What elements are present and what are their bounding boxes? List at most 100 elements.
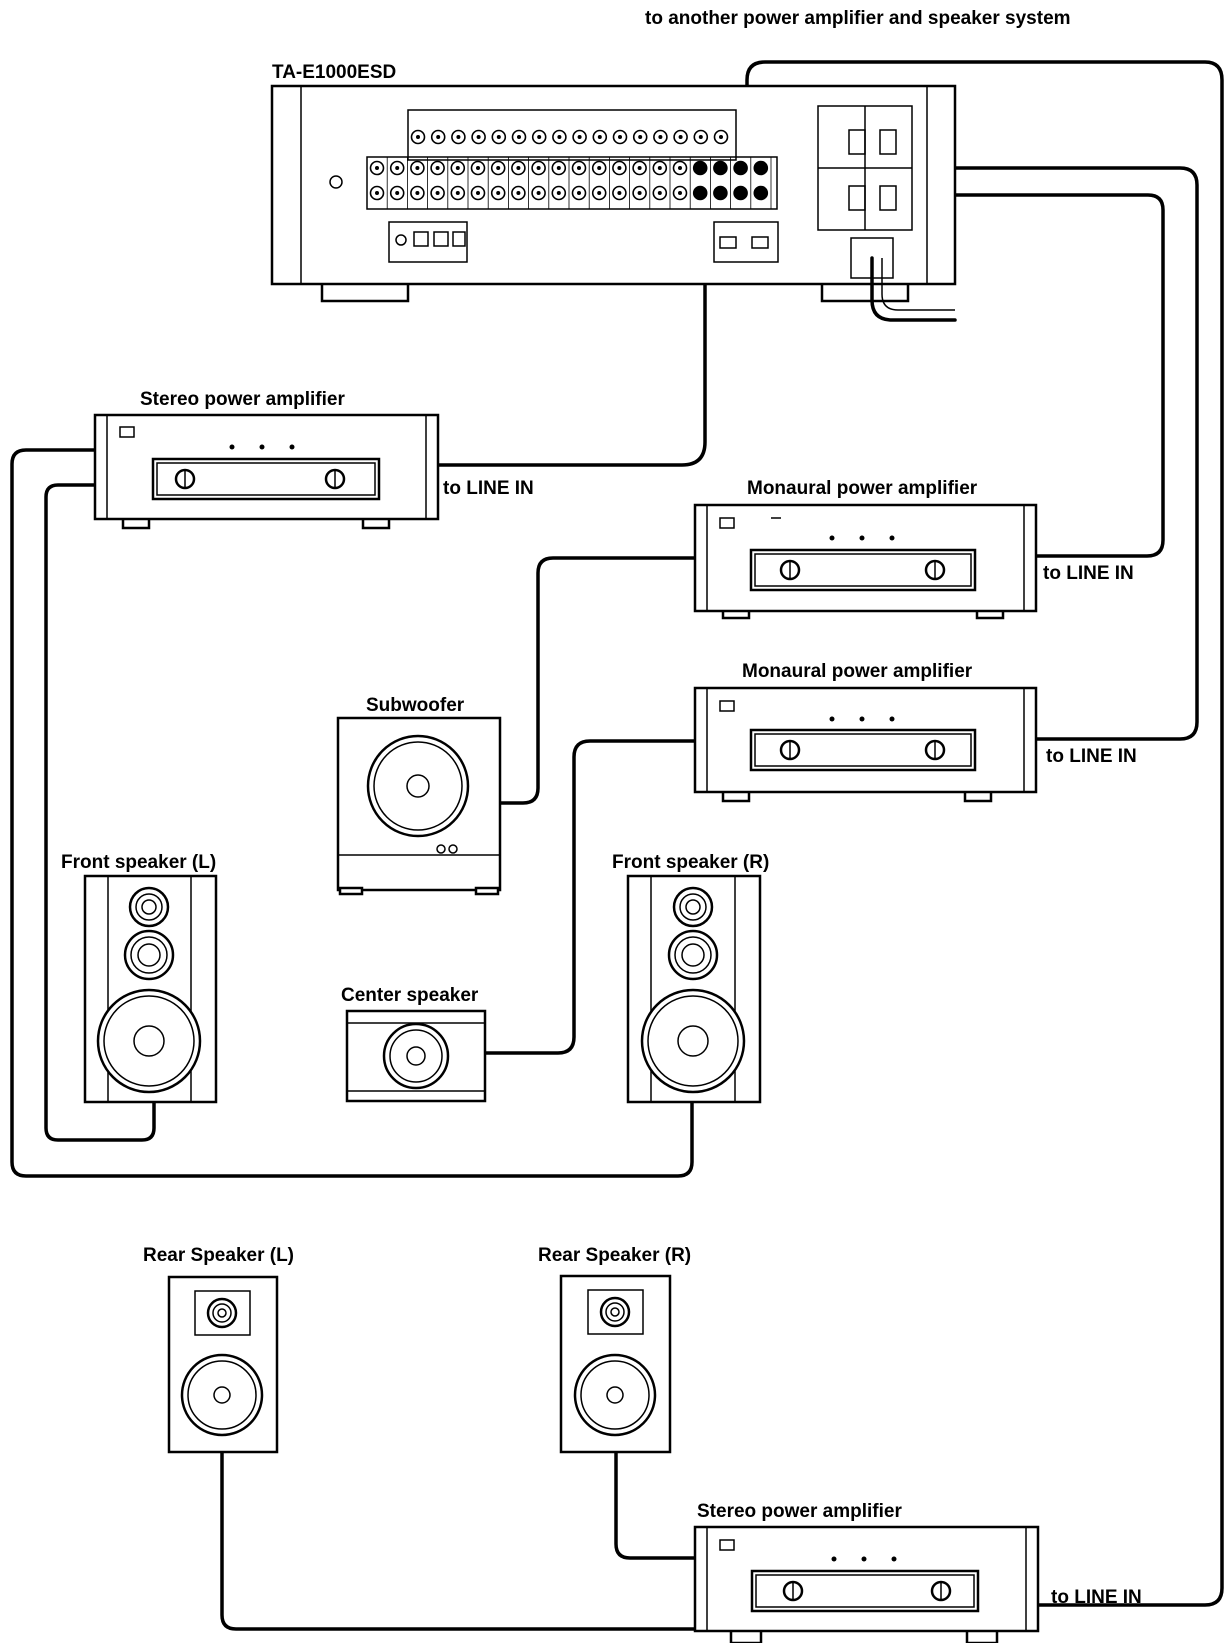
receiver-model: TA-E1000ESD: [272, 62, 396, 83]
cable-rear-amp-to-rear-right: [614, 1450, 697, 1560]
jack-pin: [375, 166, 379, 170]
jack-pin: [638, 135, 643, 139]
pre-out-jack: [692, 160, 708, 176]
cable-receiver-to-rear-amp: [745, 60, 1224, 1607]
jack-pin: [678, 166, 682, 170]
cable-receiver-to-sub-amp: [768, 193, 1165, 558]
jack-pin: [416, 135, 420, 139]
ac-outlets: [817, 105, 957, 322]
jack-pin: [658, 135, 663, 139]
jack-pin: [435, 191, 440, 195]
jack-pin: [657, 191, 662, 195]
front-stereo-amplifier: [93, 413, 440, 530]
jack-pin: [496, 135, 501, 139]
jack-pin: [516, 166, 521, 170]
sub-amp-input-label: to LINE IN: [1043, 563, 1134, 584]
jack-pin: [556, 191, 561, 195]
receiver-foot-right: [820, 281, 910, 303]
cable-center-amp-to-center: [484, 739, 697, 1055]
jack-pin: [395, 166, 400, 170]
jack-pin: [637, 166, 642, 170]
pre-out-jack: [713, 185, 728, 201]
front-right-label: Front speaker (R): [612, 852, 769, 873]
rear-amp-label: Stereo power amplifier: [697, 1501, 902, 1522]
receiver-note: to another power amplifier and speaker s…: [645, 8, 1071, 29]
jack-pin: [415, 166, 420, 170]
jack-pin: [536, 191, 541, 195]
front-speaker-left: [83, 874, 218, 1104]
jack-pin: [456, 135, 461, 139]
pre-out-jack: [692, 185, 708, 201]
front-speaker-right: [626, 874, 762, 1104]
jack-pin: [415, 191, 420, 195]
rear-stereo-amplifier: [693, 1525, 1040, 1643]
cable-receiver-to-front-amp: [436, 196, 707, 467]
center-speaker: [345, 1009, 487, 1103]
jack-pin: [557, 135, 562, 139]
front-left-label: Front speaker (L): [61, 852, 216, 873]
front-amp-label: Stereo power amplifier: [140, 389, 345, 410]
jack-pin: [556, 166, 561, 170]
jack-pin: [455, 166, 460, 170]
digital-inputs: [713, 221, 779, 263]
jack-panel-top: [407, 109, 737, 161]
jack-pin: [455, 191, 460, 195]
rear-speaker-right: [559, 1274, 672, 1454]
subwoofer-label: Subwoofer: [366, 695, 465, 716]
jack-pin: [617, 166, 622, 170]
jack-pin: [496, 191, 501, 195]
pre-out-jack: [713, 160, 728, 176]
center-amp-input-label: to LINE IN: [1046, 746, 1137, 767]
jack-grid: [366, 129, 772, 209]
receiver-foot-left: [320, 281, 410, 303]
jack-pin: [637, 191, 642, 195]
subwoofer: [336, 716, 502, 896]
sub-amp-label: Monaural power amplifier: [747, 478, 978, 499]
cable-receiver-to-center-amp: [768, 166, 1199, 741]
rear-speaker-left: [167, 1275, 279, 1454]
jack-pin: [719, 135, 723, 139]
jack-pin: [597, 135, 602, 139]
cable-front-amp-to-front-right: [10, 448, 694, 1178]
jack-pin: [435, 166, 440, 170]
jack-pin: [597, 191, 602, 195]
receiver-screw: [329, 175, 343, 189]
pre-out-jack: [753, 185, 769, 201]
pre-out-jack: [733, 185, 748, 201]
receiver-body: [270, 84, 957, 286]
subwoofer-mono-amplifier: [693, 503, 1038, 620]
jack-pin: [496, 166, 501, 170]
jack-pin: [517, 135, 521, 139]
jack-pin: [678, 191, 682, 195]
jack-pin: [537, 135, 542, 139]
cables: [10, 60, 1224, 1631]
jack-pin: [536, 166, 541, 170]
jack-pin: [395, 191, 400, 195]
jack-pin: [577, 166, 581, 170]
pre-out-jack: [733, 160, 748, 176]
jack-pin: [678, 135, 683, 139]
cable-sub-amp-to-subwoofer: [499, 556, 697, 805]
jack-pin: [577, 135, 582, 139]
cable-front-amp-to-front-left: [44, 483, 156, 1142]
jack-pin: [516, 191, 521, 195]
jack-pin: [597, 166, 602, 170]
jack-pin: [476, 135, 481, 139]
pre-out-jack: [753, 160, 769, 176]
center-amp-label: Monaural power amplifier: [742, 661, 973, 682]
jack-pin: [476, 166, 480, 170]
jack-pin: [476, 191, 480, 195]
speaker-terminals: [388, 221, 468, 263]
center-label: Center speaker: [341, 985, 479, 1006]
cable-rear-amp-to-rear-left: [220, 1450, 697, 1631]
jack-pin: [657, 166, 662, 170]
jack-pin: [375, 191, 379, 195]
jack-pin: [617, 191, 622, 195]
rear-left-label: Rear Speaker (L): [143, 1245, 294, 1266]
center-mono-amplifier: [693, 686, 1038, 803]
receiver: TA-E1000ESD: [270, 62, 957, 322]
jack-pin: [577, 191, 581, 195]
rear-amp-input-label: to LINE IN: [1051, 1587, 1142, 1608]
front-amp-input-label: to LINE IN: [443, 478, 534, 499]
